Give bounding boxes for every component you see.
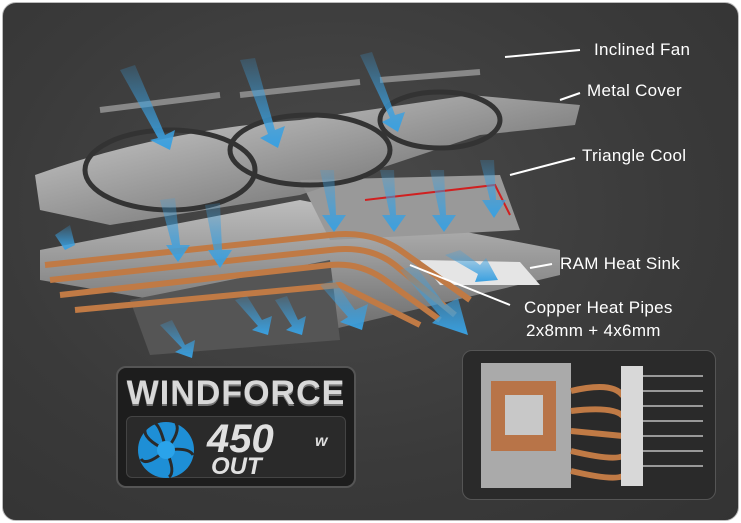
logo-number: 450 [207, 417, 274, 461]
heatsink-base-photo [462, 350, 716, 500]
windforce-logo: WINDFORCE 450 w OUT [116, 366, 356, 488]
label-heat-pipe-spec: 2x8mm + 4x6mm [526, 321, 661, 340]
leader-lines [409, 49, 581, 306]
label-inclined-fan: Inclined Fan [594, 40, 691, 59]
logo-brand: WINDFORCE [126, 374, 346, 412]
airflow-arrows [55, 52, 506, 358]
logo-inner-panel: 450 w OUT [126, 416, 346, 480]
logo-unit: w [315, 433, 328, 450]
label-metal-cover: Metal Cover [587, 81, 682, 100]
fan-icon [138, 421, 195, 479]
logo-suffix: OUT [211, 453, 262, 480]
label-copper-heat-pipes: Copper Heat Pipes [524, 298, 673, 317]
heatsink-base-illustration [481, 363, 703, 488]
copper-heat-pipes [44, 231, 472, 328]
label-triangle-cool: Triangle Cool [582, 146, 687, 165]
label-ram-heat-sink: RAM Heat Sink [560, 254, 681, 273]
metal-cover [35, 95, 580, 225]
